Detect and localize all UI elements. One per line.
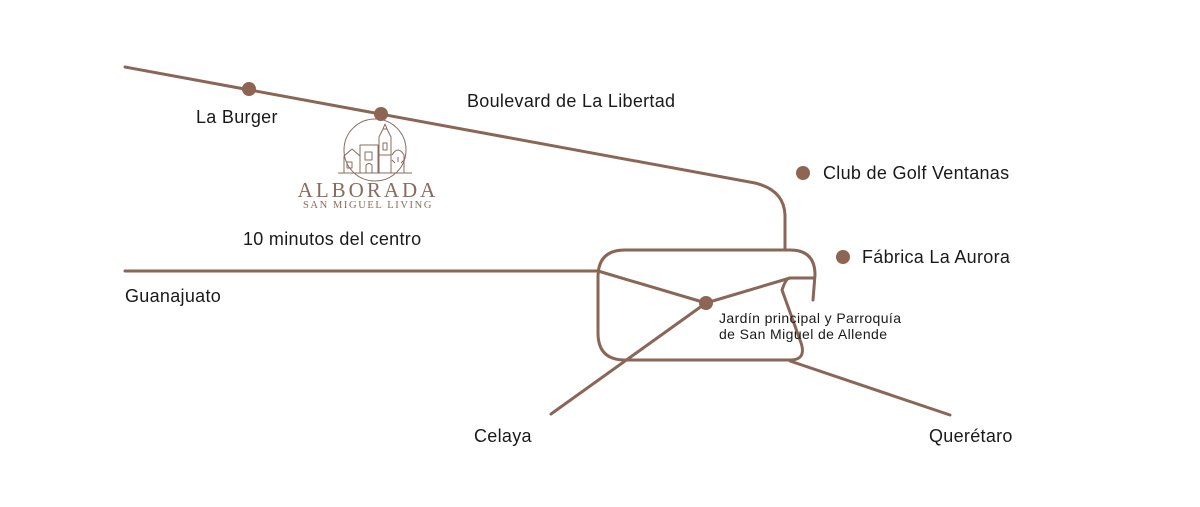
marker-alborada xyxy=(374,107,388,121)
label-jardin-line1: Jardín principal y Parroquía xyxy=(719,310,902,326)
marker-club-golf xyxy=(796,166,810,180)
label-celaya: Celaya xyxy=(474,426,532,446)
label-club-golf: Club de Golf Ventanas xyxy=(823,163,1010,183)
label-la-burger: La Burger xyxy=(196,107,278,127)
marker-fabrica xyxy=(836,250,850,264)
label-boulevard: Boulevard de La Libertad xyxy=(467,91,676,111)
road-queretaro xyxy=(788,359,952,417)
road-celaya xyxy=(549,301,708,416)
label-minutos: 10 minutos del centro xyxy=(243,229,422,249)
road-center-left xyxy=(596,269,708,305)
marker-la-burger xyxy=(242,82,256,96)
town-church-logo-icon xyxy=(338,118,412,182)
brand-tagline: SAN MIGUEL LIVING xyxy=(302,200,434,211)
marker-jardin xyxy=(699,296,713,310)
label-queretaro: Querétaro xyxy=(929,426,1013,446)
road-boulevard-libertad xyxy=(123,65,787,252)
road-center-right xyxy=(704,276,792,305)
brand-name: ALBORADA xyxy=(297,178,439,202)
label-guanajuato: Guanajuato xyxy=(125,286,222,306)
label-fabrica: Fábrica La Aurora xyxy=(862,247,1011,267)
label-jardin-line2: de San Miguel de Allende xyxy=(719,326,888,342)
